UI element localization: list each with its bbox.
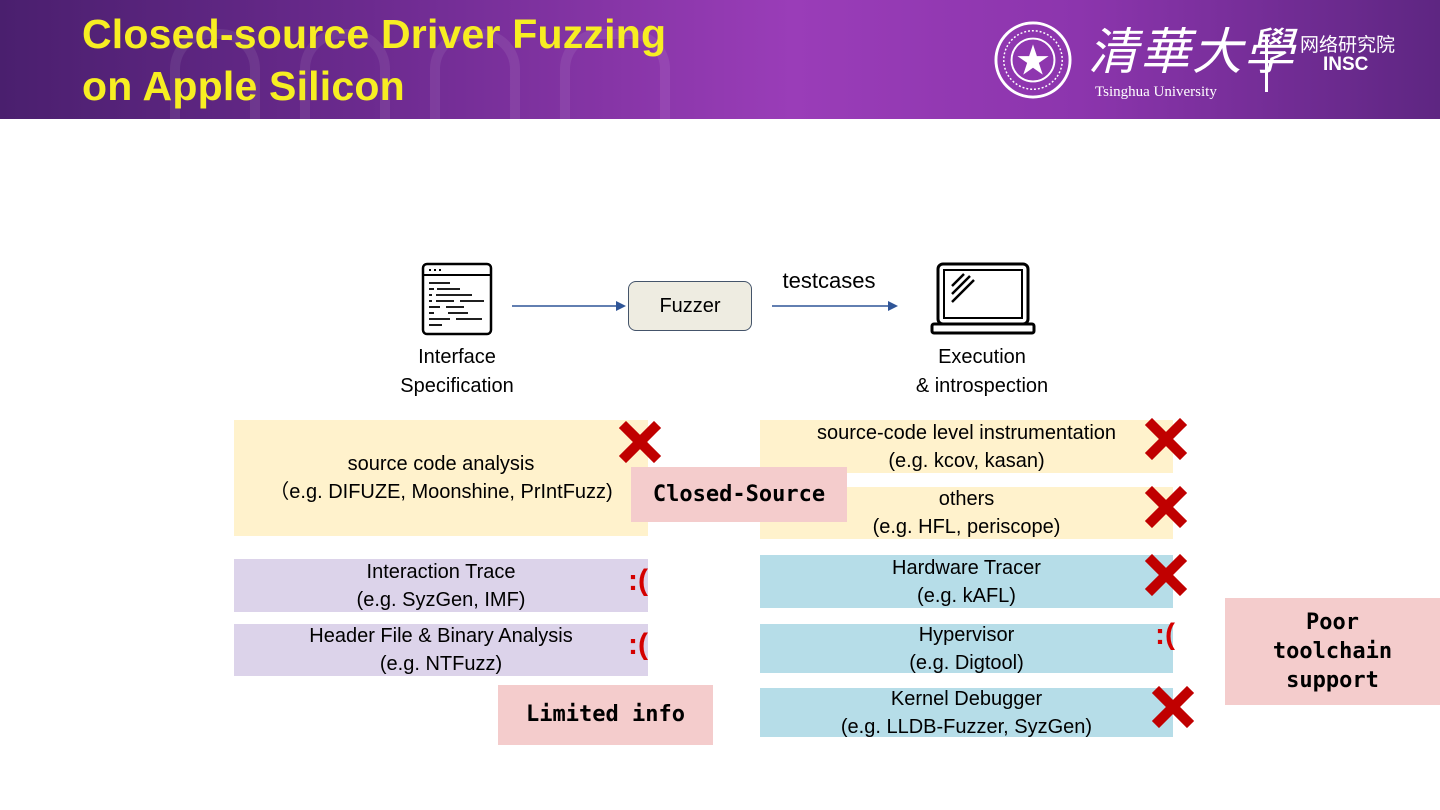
poor-toolchain-callout: Poor toolchain support [1225, 598, 1440, 705]
title-line-2: on Apple Silicon [82, 63, 405, 109]
institute-name-en: INSC [1323, 54, 1369, 75]
others-line-1: others [938, 488, 995, 510]
source-code-analysis-box: source code analysis （e.g. DIFUZE, Moons… [234, 420, 648, 536]
hypervisor-line-1: Hypervisor [918, 623, 1015, 646]
sad-face-interaction: :( [628, 564, 648, 597]
laptop-icon [930, 262, 1036, 335]
header-binary-line-2: (e.g. NTFuzz) [379, 653, 503, 675]
poor-toolchain-line-2: toolchain [1272, 639, 1393, 664]
spec-label: Interface [400, 343, 514, 372]
others-line-2: (e.g. HFL, periscope) [872, 516, 1061, 538]
header-binary-line-1: Header File & Binary Analysis [309, 625, 573, 647]
source-instr-line-1: source-code level instrumentation [816, 421, 1117, 444]
logo-divider [1265, 36, 1268, 92]
hypervisor-box: Hypervisor (e.g. Digtool) [760, 623, 1173, 674]
interaction-trace-box: Interaction Trace (e.g. SyzGen, IMF) [234, 559, 648, 612]
university-name-en: Tsinghua University [1095, 84, 1217, 100]
source-instrumentation-box: source-code level instrumentation (e.g. … [760, 420, 1173, 473]
hw-tracer-line-2: (e.g. kAFL) [917, 584, 1016, 607]
cross-mark-icon [1145, 554, 1187, 596]
spec-label-2: Specification [380, 372, 534, 401]
closed-source-text: Closed-Source [652, 481, 826, 507]
source-analysis-line-1: source code analysis [347, 453, 535, 475]
source-instr-line-2: (e.g. kcov, kasan) [888, 449, 1045, 472]
spec-label-line-1: Interface [418, 346, 496, 368]
sad-face-header: :( [628, 628, 648, 661]
interaction-trace-line-2: (e.g. SyzGen, IMF) [356, 588, 526, 611]
exec-label-2: & introspection [915, 375, 1049, 397]
poor-toolchain-line-3: support [1286, 668, 1379, 693]
document-icon [421, 262, 493, 336]
cross-mark-icon [619, 421, 661, 463]
exec-label: Execution [938, 346, 1026, 368]
limited-info-text: Limited info [526, 702, 685, 727]
header-banner: Closed-source Driver Fuzzing on Apple Si… [0, 0, 1440, 119]
source-analysis-line-2: （e.g. DIFUZE, Moonshine, PrIntFuzz) [269, 481, 613, 503]
hypervisor-line-2: (e.g. Digtool) [909, 651, 1024, 674]
header-binary-analysis-box: Header File & Binary Analysis (e.g. NTFu… [234, 624, 648, 676]
fuzzer-node: Fuzzer [628, 281, 752, 331]
closed-source-callout: Closed-Source [631, 467, 847, 522]
university-seal-icon [994, 21, 1072, 99]
poor-toolchain-line-1: Poor [1306, 610, 1359, 635]
arrow-spec-to-fuzzer [512, 301, 626, 311]
kernel-dbg-line-1: Kernel Debugger [890, 687, 1043, 710]
cross-mark-icon [1152, 686, 1194, 728]
slide-title: Closed-source Driver Fuzzing on Apple Si… [82, 8, 666, 112]
kernel-dbg-line-2: (e.g. LLDB-Fuzzer, SyzGen) [840, 715, 1093, 738]
title-line-1: Closed-source Driver Fuzzing [82, 11, 667, 57]
fuzzer-label: Fuzzer [659, 294, 721, 317]
sad-face-hypervisor: :( [1155, 618, 1175, 651]
hw-tracer-line-1: Hardware Tracer [892, 556, 1041, 579]
cross-mark-icon [1145, 418, 1187, 460]
hardware-tracer-box: Hardware Tracer (e.g. kAFL) [760, 555, 1173, 608]
institute-name-cn: 网络研究院 [1300, 35, 1396, 56]
kernel-debugger-box: Kernel Debugger (e.g. LLDB-Fuzzer, SyzGe… [760, 687, 1173, 738]
testcases-label: testcases [782, 268, 876, 293]
limited-info-callout: Limited info [498, 685, 713, 745]
cross-mark-icon [1145, 486, 1187, 528]
arrow-fuzzer-to-execution [772, 301, 898, 311]
interaction-trace-line-1: Interaction Trace [366, 560, 516, 583]
spec-label-line-2: Specification [400, 375, 514, 397]
university-name-cn: 清華大學 [1088, 23, 1296, 81]
